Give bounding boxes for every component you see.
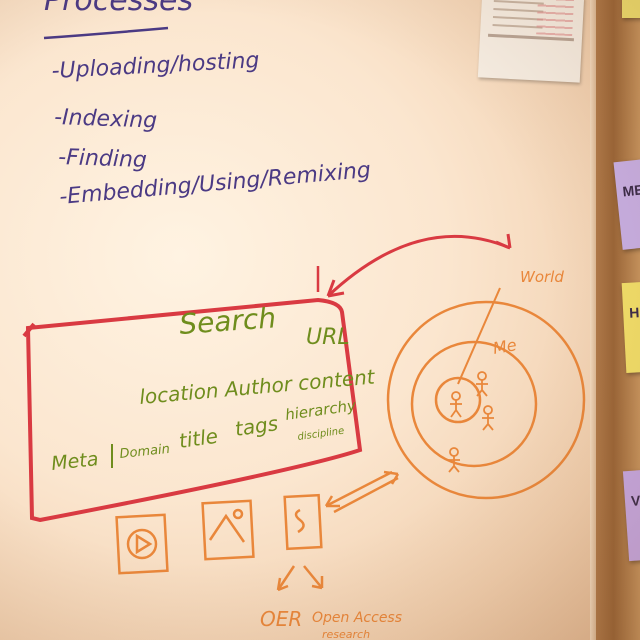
- arrowhead-icon: [495, 233, 512, 250]
- person-icon: [448, 447, 460, 473]
- branch-arrow: [303, 565, 323, 589]
- hierarchy-field: hierarchy: [284, 396, 358, 424]
- tags-field: tags: [233, 411, 279, 441]
- person-icon: [450, 391, 462, 418]
- arrowhead-icon: [326, 279, 345, 298]
- arrowhead-icon: [276, 577, 289, 592]
- arrowhead-icon: [311, 576, 324, 590]
- branch-arrow: [276, 565, 296, 591]
- link-arrow: [325, 470, 393, 508]
- person-icon: [482, 405, 494, 431]
- box-corner-mark: [22, 322, 36, 338]
- oer-label: OER: [260, 607, 302, 631]
- self-circle: [434, 376, 482, 424]
- image-icon: [201, 499, 255, 561]
- pointer-line: [457, 287, 501, 385]
- title-field: title: [177, 424, 219, 453]
- discipline-field: discipline: [297, 426, 345, 443]
- link-arrow: [333, 476, 399, 514]
- process-item: -Indexing: [54, 105, 158, 134]
- whiteboard-frame: [590, 0, 598, 640]
- community-circle: [410, 340, 538, 468]
- search-box-outline: [25, 297, 363, 523]
- title-underline: [43, 26, 169, 40]
- domain-label: Domain: [119, 442, 171, 462]
- me-label: Me: [491, 335, 518, 358]
- sticky-note-top: [622, 0, 640, 18]
- meta-label: Meta: [50, 448, 99, 475]
- research-label: research: [322, 628, 370, 640]
- video-icon: [115, 513, 169, 575]
- person-icon: [476, 371, 488, 397]
- world-label: World: [520, 268, 564, 286]
- world-circle: [386, 300, 586, 500]
- arrowhead-icon: [383, 470, 400, 485]
- open-access-label: Open Access: [312, 610, 402, 626]
- url-label: URL: [306, 325, 350, 350]
- search-title: Search: [178, 301, 277, 341]
- arrowhead-icon: [324, 495, 340, 508]
- double-arrow-curve: [326, 234, 511, 298]
- processes-title: Processes: [44, 0, 193, 18]
- process-item: -Uploading/hosting: [51, 48, 260, 84]
- document-icon: [283, 493, 323, 551]
- process-item: -Finding: [58, 145, 147, 173]
